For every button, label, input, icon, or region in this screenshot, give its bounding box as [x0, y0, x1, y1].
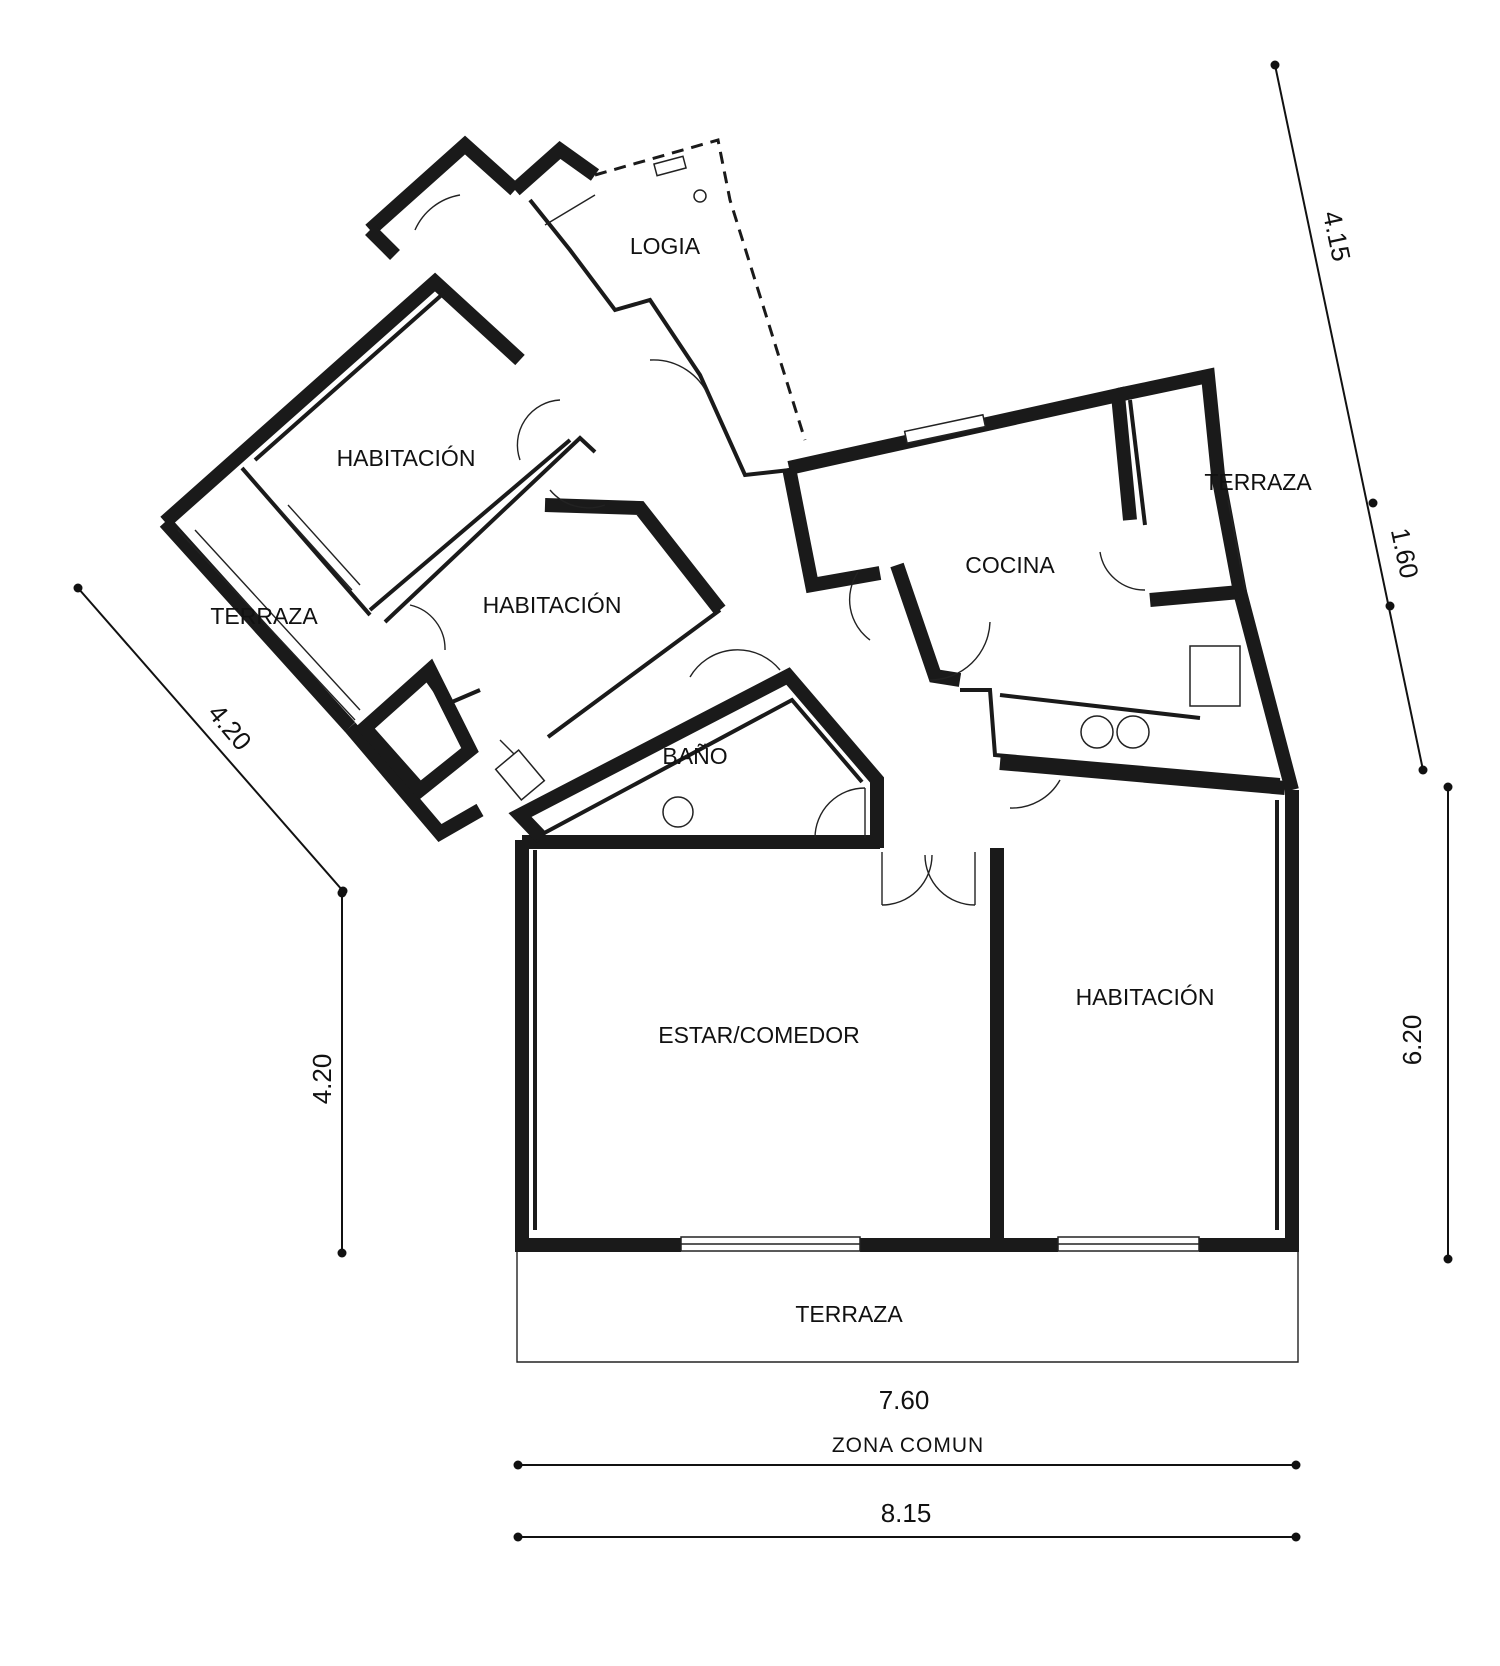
fridge-fixture	[1189, 645, 1241, 707]
logia-walls	[510, 138, 807, 478]
hob-right	[1116, 715, 1150, 749]
dim-label-right-middle: 1.60	[1385, 525, 1425, 581]
room-label-terraza-right: TERRAZA	[1204, 469, 1312, 495]
toilet-fixture	[662, 796, 694, 828]
window-cocina	[903, 413, 987, 445]
dim-label-bottom-terrace: 7.60	[879, 1385, 930, 1415]
bottom-terrace-outline	[516, 1252, 1299, 1363]
room-label-habitacion-middle: HABITACIÓN	[483, 592, 622, 618]
room-label-bano: BAÑO	[662, 743, 727, 769]
dim-label-left-vertical: 4.20	[307, 1054, 337, 1105]
logia-drain	[693, 189, 707, 203]
zona-comun-label: ZONA COMUN	[832, 1434, 984, 1457]
hall-doors	[689, 649, 1061, 906]
bottom-block-walls	[515, 756, 1299, 1252]
hob-left	[1080, 715, 1114, 749]
room-label-habitacion-right: HABITACIÓN	[1076, 984, 1215, 1010]
terraza-right-walls	[1116, 367, 1247, 594]
logia-window	[653, 155, 687, 177]
room-label-logia: LOGIA	[630, 233, 701, 259]
dim-label-right-top: 4.15	[1317, 208, 1357, 264]
dim-label-right-lower: 6.20	[1397, 1015, 1427, 1066]
dim-label-left-diagonal: 4.20	[202, 698, 258, 756]
room-label-cocina: COCINA	[965, 552, 1055, 578]
room-label-terraza-left: TERRAZA	[210, 603, 318, 629]
room-label-estar-comedor: ESTAR/COMEDOR	[658, 1022, 859, 1048]
room-label-habitacion-upper: HABITACIÓN	[337, 445, 476, 471]
shower-tray	[494, 748, 546, 802]
room-label-terraza-bottom: TERRAZA	[795, 1301, 903, 1327]
dimension-lines	[73, 60, 1453, 1542]
left-wing-walls	[159, 135, 726, 842]
dim-label-bottom-total: 8.15	[881, 1498, 932, 1528]
bano-walls	[508, 667, 884, 848]
